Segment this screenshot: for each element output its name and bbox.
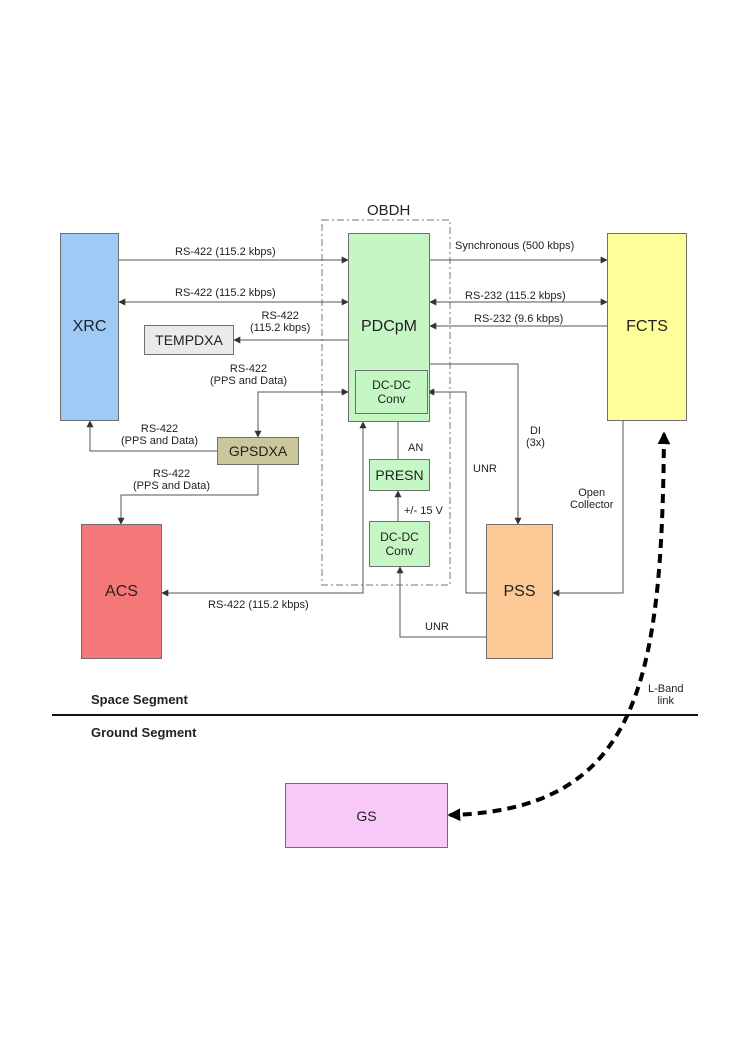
label-gps-pps-top-line2: (PPS and Data) xyxy=(210,375,288,387)
link-pdcpm-acs xyxy=(161,421,367,597)
dcdc-top-line1: DC-DC xyxy=(372,378,411,392)
label-di-line2: (3x) xyxy=(526,437,545,449)
label-lband-line1: L-Band xyxy=(648,683,684,695)
link-unr-right xyxy=(427,388,486,594)
dcdc-bottom-line1: DC-DC xyxy=(380,530,419,544)
label-lband-line2: link xyxy=(657,695,674,707)
lband-link xyxy=(447,431,671,822)
label-gps-pps-top-line1: RS-422 xyxy=(229,363,268,375)
fcts-block[interactable]: FCTS xyxy=(607,233,687,421)
link-di xyxy=(430,363,522,525)
label-sync: Synchronous (500 kbps) xyxy=(455,240,575,252)
label-gps-pps-top: RS-422 (PPS and Data) xyxy=(210,363,287,387)
ground-segment-label: Ground Segment xyxy=(91,725,197,740)
label-lband: L-Band link xyxy=(648,683,683,707)
dcdc-top-line2: Conv xyxy=(377,392,406,406)
label-tempdxa: RS-422 (115.2 kbps) xyxy=(250,310,310,334)
pss-block[interactable]: PSS xyxy=(486,524,553,659)
label-open-collector: Open Collector xyxy=(570,487,613,511)
label-gps-acs-line1: RS-422 xyxy=(152,468,191,480)
label-acs-link: RS-422 (115.2 kbps) xyxy=(208,599,309,611)
xrc-block[interactable]: XRC xyxy=(60,233,119,421)
label-an: AN xyxy=(408,442,424,454)
label-tempdxa-line1: RS-422 xyxy=(261,310,299,322)
label-gps-xrc-line2: (PPS and Data) xyxy=(121,435,199,447)
presn-block[interactable]: PRESN xyxy=(369,459,430,491)
gpsdxa-block[interactable]: GPSDXA xyxy=(217,437,299,465)
label-di: DI (3x) xyxy=(526,425,545,449)
label-rs232-slow: RS-232 (9.6 kbps) xyxy=(474,313,564,325)
space-segment-label: Space Segment xyxy=(91,692,188,707)
label-gps-xrc-line1: RS-422 xyxy=(140,423,179,435)
dcdc-bottom-line2: Conv xyxy=(385,544,414,558)
tempdxa-block[interactable]: TEMPDXA xyxy=(144,325,234,355)
obdh-boundary xyxy=(321,219,451,586)
label-gps-acs-line2: (PPS and Data) xyxy=(133,480,211,492)
link-gps-pps-top xyxy=(254,388,349,438)
label-pm15: +/- 15 V xyxy=(404,505,443,517)
label-open-collector-line1: Open xyxy=(578,487,606,499)
gs-block[interactable]: GS xyxy=(285,783,448,848)
dcdc-top-block[interactable]: DC-DC Conv xyxy=(355,370,428,414)
label-gps-acs: RS-422 (PPS and Data) xyxy=(133,468,210,492)
obdh-title: OBDH xyxy=(367,202,411,219)
label-unr-right: UNR xyxy=(473,463,497,475)
label-unr-bottom: UNR xyxy=(425,621,449,633)
label-xrc-pdcpm-2: RS-422 (115.2 kbps) xyxy=(175,287,276,299)
label-open-collector-line2: Collector xyxy=(570,499,614,511)
acs-block[interactable]: ACS xyxy=(81,524,162,659)
label-xrc-pdcpm-1: RS-422 (115.2 kbps) xyxy=(175,246,276,258)
label-tempdxa-line2: (115.2 kbps) xyxy=(250,322,311,334)
label-di-line1: DI xyxy=(529,425,541,437)
label-gps-xrc: RS-422 (PPS and Data) xyxy=(121,423,198,447)
dcdc-bottom-block[interactable]: DC-DC Conv xyxy=(369,521,430,567)
label-rs232-fast: RS-232 (115.2 kbps) xyxy=(465,290,566,302)
